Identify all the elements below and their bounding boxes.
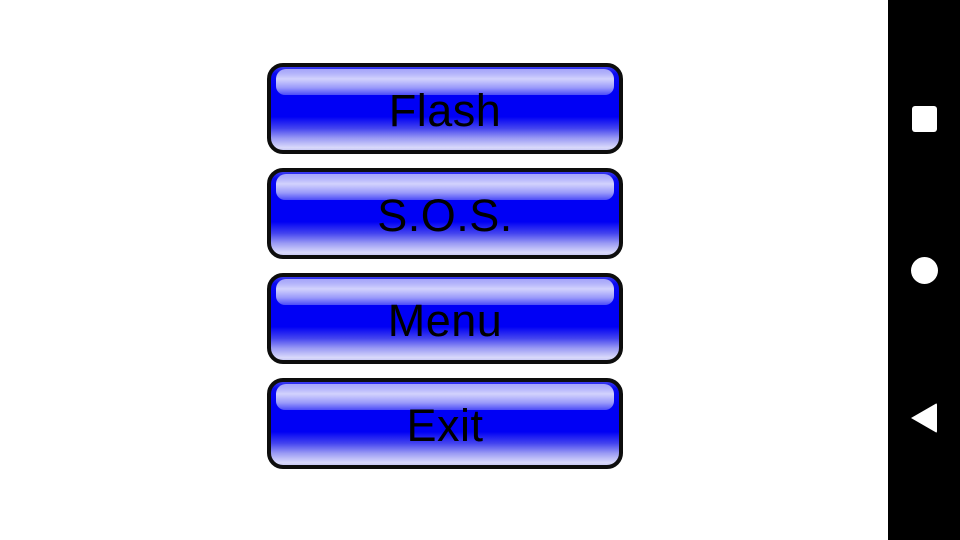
menu-button[interactable]: Menu — [267, 273, 623, 364]
sos-button-label: S.O.S. — [377, 190, 513, 241]
home-button[interactable] — [888, 234, 960, 306]
main-content: Flash S.O.S. Menu Exit — [267, 63, 623, 469]
home-circle-icon — [910, 256, 938, 284]
back-triangle-icon — [911, 403, 937, 433]
back-button[interactable] — [888, 382, 960, 454]
menu-button-label: Menu — [387, 295, 503, 346]
flash-button[interactable]: Flash — [267, 63, 623, 154]
sos-button[interactable]: S.O.S. — [267, 168, 623, 259]
exit-button[interactable]: Exit — [267, 378, 623, 469]
recents-button[interactable] — [888, 83, 960, 155]
recents-square-icon — [911, 106, 937, 132]
flash-button-label: Flash — [388, 85, 502, 136]
android-navigation-bar — [888, 0, 960, 540]
exit-button-label: Exit — [406, 400, 484, 451]
